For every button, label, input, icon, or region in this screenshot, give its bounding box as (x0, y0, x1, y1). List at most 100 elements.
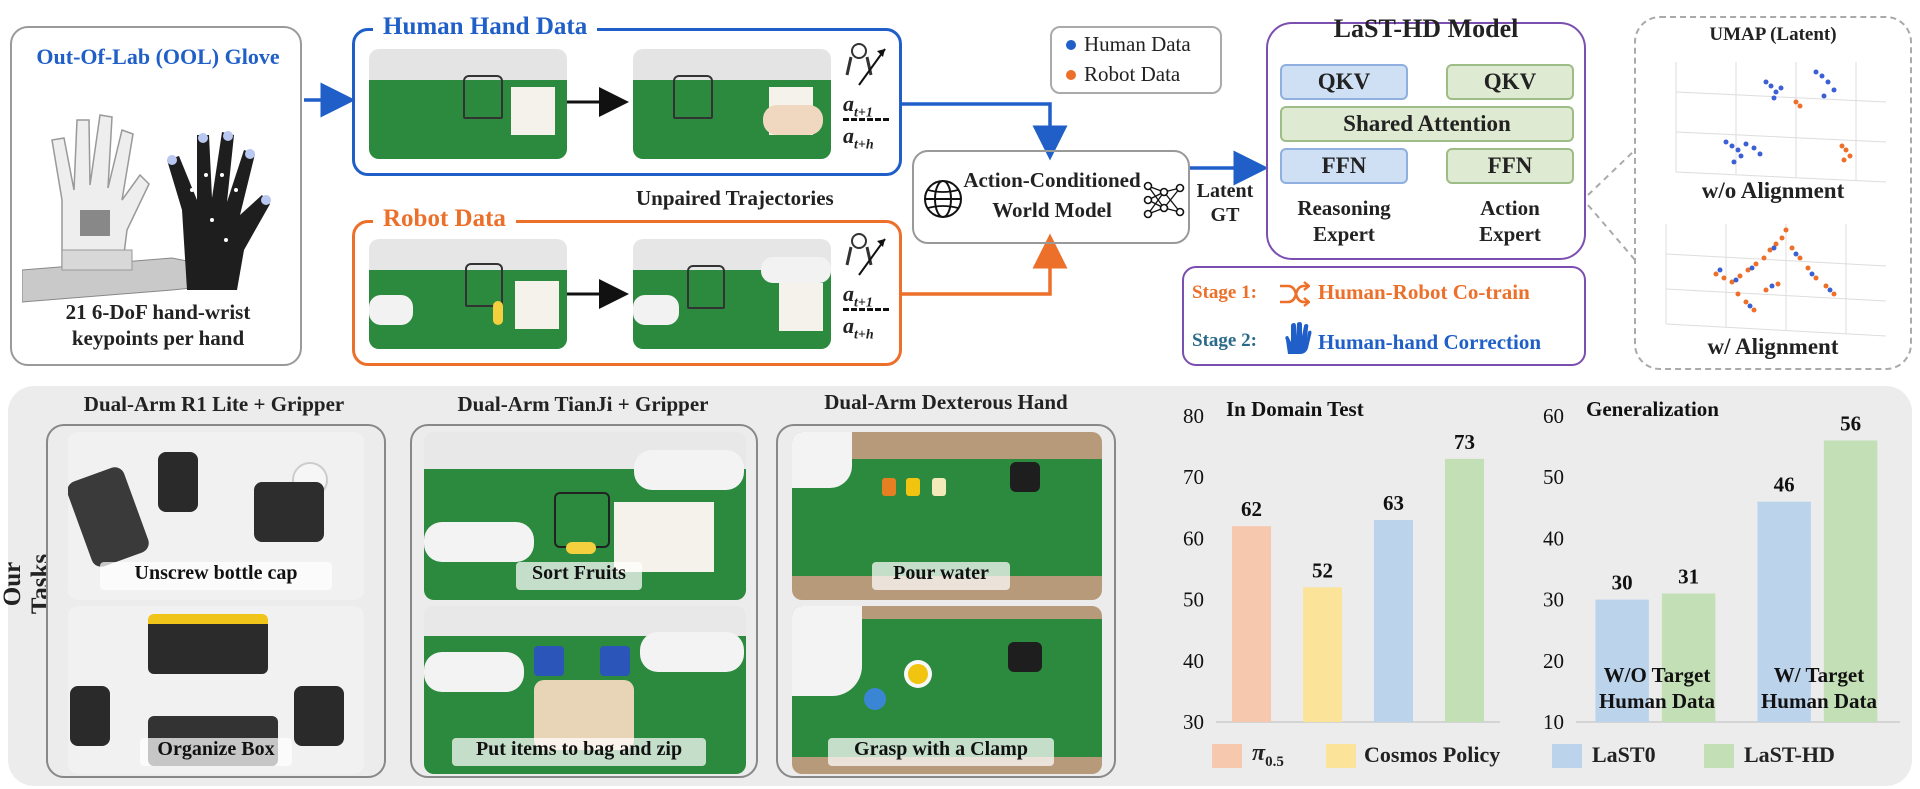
group-label-1-1-0: W/ Target (1774, 663, 1864, 687)
umap-title: UMAP (Latent) (1709, 24, 1837, 45)
umap-plot-without (1675, 62, 1887, 183)
robot-action-symbol: a (843, 281, 854, 306)
task-caption-organize: Organize Box (140, 738, 292, 766)
data-legend: Human Data Robot Data (1050, 26, 1222, 94)
stage1-label: Stage 1: (1192, 282, 1257, 303)
y-tick-label-1-10: 10 (1543, 710, 1564, 734)
chart-legend: π0.5 Cosmos Policy LaST0 LaST-HD (1212, 738, 1902, 778)
group-label-1-0-1: Human Data (1599, 689, 1716, 713)
shuffle-icon (1280, 281, 1310, 307)
bar-value-label-0-3: 73 (1454, 430, 1475, 454)
ffn-action-box: FFN (1446, 148, 1574, 184)
human-legend-dot (1066, 40, 1076, 50)
task-caption-pour: Pour water (872, 562, 1010, 590)
y-tick-label-0-50: 50 (1183, 588, 1204, 612)
world-model-line2: World Model (992, 198, 1112, 222)
y-tick-label-0-30: 30 (1183, 710, 1204, 734)
robot-data-title: Robot Data (373, 205, 516, 233)
legend-cosmos-label: Cosmos Policy (1364, 742, 1501, 767)
latent-gt-line2: GT (1210, 204, 1240, 226)
reasoning-expert-line2: Expert (1313, 222, 1375, 246)
legend-pi-sub: 0.5 (1265, 753, 1284, 770)
glove-panel: Out-Of-Lab (OOL) Glove 21 6-DoF hand-wri… (10, 26, 302, 366)
robot-photo-start (369, 239, 567, 349)
bar-0-2 (1373, 520, 1414, 722)
legend-human-label: Human Data (1084, 32, 1191, 56)
human-action-symbol-h: a (843, 123, 854, 148)
y-tick-label-0-70: 70 (1183, 465, 1204, 489)
y-tick-label-1-30: 30 (1543, 588, 1564, 612)
stages-panel: Stage 1: Human-Robot Co-train Stage 2: H… (1182, 266, 1586, 366)
y-tick-label-1-60: 60 (1543, 404, 1564, 428)
stage2-text: Human-hand Correction (1318, 330, 1542, 354)
legend-lasthd-label: LaST-HD (1744, 742, 1835, 767)
legend-last0-label: LaST0 (1592, 742, 1656, 767)
robot-data-panel: Robot Data at+1 at+h (352, 205, 902, 366)
task-group-1-title: Dual-Arm R1 Lite + Gripper (83, 392, 345, 416)
bar-0-1 (1302, 587, 1343, 722)
bar-1-1-1 (1823, 440, 1878, 722)
robot-legend-dot (1066, 70, 1076, 80)
bar-value-label-0-2: 63 (1383, 491, 1404, 515)
globe-icon (924, 180, 962, 218)
task-caption-bag: Put items to bag and zip (452, 738, 706, 766)
task-group-2: Sort Fruits Put items to bag and zip (410, 424, 758, 778)
glove-illustration (22, 114, 271, 303)
qkv-action-box: QKV (1446, 64, 1574, 100)
y-tick-label-1-20: 20 (1543, 649, 1564, 673)
y-tick-label-1-50: 50 (1543, 465, 1564, 489)
human-action-sub-th: t+h (854, 137, 874, 153)
chart-title-0: In Domain Test (1226, 397, 1364, 421)
robot-action-sub-th: t+h (854, 327, 874, 343)
bar-1-1-0 (1757, 501, 1811, 722)
legend-pi-label: π (1252, 740, 1266, 766)
bar-value-label-0-0: 62 (1241, 497, 1262, 521)
neural-network-icon (1143, 181, 1185, 219)
sensor-pad (80, 210, 110, 236)
task-group-2-title: Dual-Arm TianJi + Gripper (457, 392, 709, 416)
group-label-1-1-1: Human Data (1761, 689, 1878, 713)
action-expert-line1: Action (1480, 196, 1540, 220)
stage1-text: Human-Robot Co-train (1318, 280, 1530, 304)
task-group-3-title: Dual-Arm Dexterous Hand (824, 390, 1068, 414)
ffn-reasoning-box: FFN (1280, 148, 1408, 184)
shared-attention-box: Shared Attention (1280, 106, 1574, 142)
glove-caption-line2: keypoints per hand (71, 326, 245, 350)
chart-title-1: Generalization (1586, 397, 1719, 421)
y-tick-label-1-40: 40 (1543, 526, 1564, 550)
human-data-panel: Human Hand Data at+1 at+h (352, 13, 902, 176)
unpaired-label: Unpaired Trajectories (636, 186, 834, 210)
task-group-3: Pour water Grasp with a Clamp (776, 424, 1116, 778)
bar-value-label-1-1-1: 56 (1840, 411, 1861, 435)
y-tick-label-0-40: 40 (1183, 649, 1204, 673)
world-model-line1: Action-Conditioned (963, 168, 1141, 192)
bar-value-label-1-1-0: 46 (1774, 473, 1795, 497)
umap-with-label: w/ Alignment (1707, 334, 1839, 359)
world-model-box: Action-Conditioned World Model (912, 150, 1190, 244)
flow-arrows (304, 82, 1636, 309)
bar-1-0-1 (1661, 593, 1716, 722)
glove-title: Out-Of-Lab (OOL) Glove (36, 44, 280, 69)
task-caption-sort: Sort Fruits (516, 562, 642, 590)
action-expert-line2: Expert (1479, 222, 1541, 246)
task-caption-unscrew: Unscrew bottle cap (100, 562, 332, 590)
robot-action-symbol-h: a (843, 313, 854, 338)
umap-without-label: w/o Alignment (1701, 178, 1845, 203)
bar-0-0 (1231, 526, 1272, 722)
legend-robot-label: Robot Data (1084, 62, 1181, 86)
bar-value-label-1-0-0: 30 (1612, 571, 1633, 595)
group-label-1-0-0: W/O Target (1604, 663, 1711, 687)
umap-panel: UMAP (Latent) w/o Alignment (1634, 16, 1912, 370)
human-action-sub-t1: t+1 (854, 105, 873, 121)
reasoning-expert-line1: Reasoning (1297, 196, 1391, 220)
bar-1-0-0 (1595, 599, 1649, 722)
hand-icon (1285, 322, 1312, 354)
task-group-1: Unscrew bottle cap Organize Box (46, 424, 386, 778)
umap-plot-with (1665, 224, 1887, 337)
bar-0-3 (1444, 458, 1485, 722)
task-caption-clamp: Grasp with a Clamp (828, 738, 1054, 766)
bar-value-label-0-1: 52 (1312, 558, 1333, 582)
legend-swatch-cosmos (1326, 744, 1356, 768)
human-action-symbol: a (843, 91, 854, 116)
